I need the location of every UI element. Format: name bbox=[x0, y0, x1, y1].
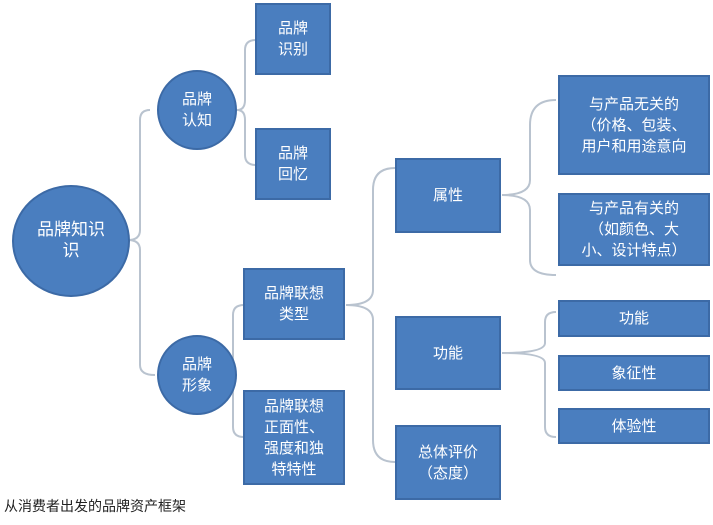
node-attributes: 属性 bbox=[395, 158, 501, 233]
node-functional: 功能 bbox=[558, 300, 710, 337]
node-association-type: 品牌联想 类型 bbox=[243, 268, 345, 340]
node-brand-knowledge: 品牌知识 识 bbox=[12, 185, 130, 297]
node-brand-awareness: 品牌 认知 bbox=[157, 70, 237, 150]
node-brand-image: 品牌 形象 bbox=[157, 335, 237, 415]
node-brand-recognition: 品牌 识别 bbox=[255, 3, 331, 75]
figure-caption: 从消费者出发的品牌资产框架 bbox=[4, 499, 186, 515]
bracket-attributes bbox=[501, 99, 557, 276]
bracket-assoc bbox=[345, 167, 396, 463]
node-benefits: 功能 bbox=[395, 316, 501, 390]
node-symbolic: 象征性 bbox=[558, 355, 710, 391]
bracket-root bbox=[127, 109, 156, 376]
bracket-image bbox=[232, 304, 245, 438]
node-non-product-attributes: 与产品无关的 （价格、包装、 用户和用途意向 bbox=[558, 75, 710, 175]
node-brand-recall: 品牌 回忆 bbox=[255, 128, 331, 200]
node-experiential: 体验性 bbox=[558, 408, 710, 444]
node-product-attributes: 与产品有关的 （如颜色、大 小、设计特点） bbox=[558, 193, 710, 266]
bracket-benefits bbox=[501, 311, 557, 438]
bracket-awareness bbox=[236, 39, 257, 166]
node-association-quality: 品牌联想 正面性、 强度和独 特特性 bbox=[243, 390, 345, 485]
node-attitude: 总体评价 （态度） bbox=[395, 425, 501, 500]
